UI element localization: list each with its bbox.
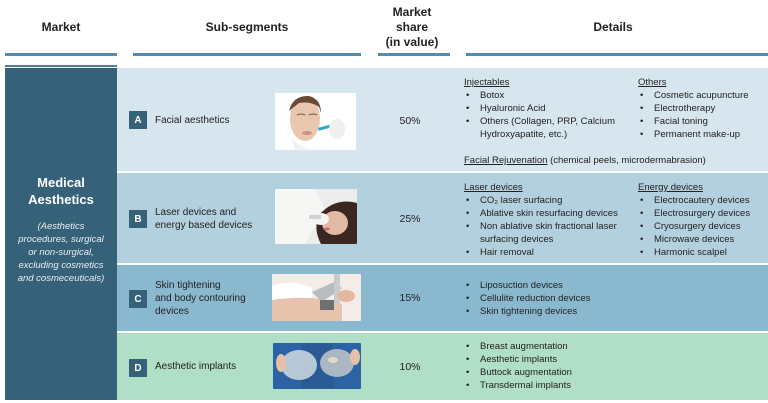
segment-badge-b: B	[129, 210, 147, 228]
header-divider-details	[466, 53, 768, 56]
segment-badge-c: C	[129, 290, 147, 308]
laser-treatment-photo	[275, 189, 357, 244]
segment-badge-d: D	[129, 359, 147, 377]
segment-name-c-line2: and body contouring	[155, 293, 246, 304]
segment-badge-a: A	[129, 111, 147, 129]
market-desc-line4: excluding cosmetics	[18, 259, 104, 271]
segment-name-b: Laser devices and energy based devices	[155, 206, 252, 232]
header-market-share: Market share (in value)	[375, 5, 449, 50]
details-a-col2-heading: Others	[638, 77, 667, 88]
details-a-col1-item: Others (Collagen, PRP, Calcium	[464, 115, 634, 128]
segment-share-a: 50%	[399, 115, 421, 127]
segment-share-c: 15%	[399, 292, 421, 304]
details-a-col2-item: Cosmetic acupuncture	[638, 89, 768, 102]
segment-details-a: Injectables Botox Hyaluronic Acid Others…	[464, 76, 764, 168]
header-share-line2: share	[395, 20, 429, 34]
details-b-col1-heading: Laser devices	[464, 182, 523, 193]
details-b-col2-heading: Energy devices	[638, 182, 703, 193]
header-divider-market	[5, 53, 117, 56]
details-d-item: Aesthetic implants	[464, 353, 664, 366]
details-d-col1: Breast augmentation Aesthetic implants B…	[464, 340, 664, 392]
details-a-col2-item: Electrotherapy	[638, 102, 768, 115]
segment-name-b-line2: energy based devices	[155, 220, 253, 231]
segment-name-c-line1: Skin tightening	[155, 280, 221, 291]
details-c-col1: Liposuction devices Cellulite reduction …	[464, 279, 664, 318]
details-b-col2-item: Harmonic scalpel	[638, 246, 768, 259]
details-d-item: Buttock augmentation	[464, 366, 664, 379]
details-a-col2: Others Cosmetic acupuncture Electrothera…	[638, 76, 768, 141]
market-panel: Medical Aesthetics (Aesthetics procedure…	[5, 68, 117, 400]
market-desc-line2: procedures, surgical	[18, 233, 104, 245]
details-c-item: Skin tightening devices	[464, 305, 664, 318]
details-a-col1-item: Botox	[464, 89, 634, 102]
details-a-footer: Facial Rejuvenation (chemical peels, mic…	[464, 154, 706, 167]
segment-share-d: 10%	[399, 361, 421, 373]
details-a-col1-item-cont: Hydroxyapatite, etc.)	[480, 129, 568, 140]
details-a-col2-item: Facial toning	[638, 115, 768, 128]
details-b-col1-item: Hair removal	[464, 246, 636, 259]
segment-name-b-line1: Laser devices and	[155, 207, 237, 218]
details-b-col1: Laser devices CO₂ laser surfacing Ablati…	[464, 181, 636, 259]
market-desc-line3: or non-surgical,	[28, 246, 94, 258]
left-panel-top-border	[5, 65, 117, 67]
segment-row-c: C Skin tightening and body contouring de…	[117, 265, 768, 331]
details-d-item: Breast augmentation	[464, 340, 664, 353]
details-c-item: Cellulite reduction devices	[464, 292, 664, 305]
body-contouring-photo	[272, 274, 361, 321]
segment-name-c: Skin tightening and body contouring devi…	[155, 279, 246, 318]
details-b-col2: Energy devices Electrocautery devices El…	[638, 181, 768, 259]
details-b-col2-item: Microwave devices	[638, 233, 768, 246]
header-divider-share	[378, 53, 450, 56]
header-details: Details	[593, 20, 633, 34]
market-desc-line1: (Aesthetics	[37, 220, 85, 232]
header-share-line3: (in value)	[385, 35, 439, 49]
segment-name-a: Facial aesthetics	[155, 115, 230, 126]
market-desc-line5: and cosmeceuticals)	[17, 272, 105, 284]
header-subsegments: Sub-segments	[205, 20, 289, 34]
facial-injection-photo	[275, 93, 356, 150]
header-share-line1: Market	[392, 5, 432, 19]
market-title-line2: Aesthetics	[28, 191, 94, 207]
market-title: Medical Aesthetics	[28, 174, 94, 208]
details-a-footer-heading: Facial Rejuvenation	[464, 155, 548, 166]
market-description: (Aesthetics procedures, surgical or non-…	[16, 220, 107, 285]
details-a-col1-heading: Injectables	[464, 77, 510, 88]
details-b-col1-item: Non ablative skin fractional laser	[464, 220, 636, 233]
details-b-col1-item: Ablative skin resurfacing devices	[464, 207, 636, 220]
segment-share-b: 25%	[399, 213, 421, 225]
details-c-item: Liposuction devices	[464, 279, 664, 292]
segment-details-b: Laser devices CO₂ laser surfacing Ablati…	[464, 181, 764, 261]
segment-name-c-line3: devices	[155, 306, 189, 317]
segment-row-d: D Aesthetic implants 10% Breast augmenta…	[117, 333, 768, 400]
details-b-col2-item: Electrocautery devices	[638, 194, 768, 207]
details-a-col1: Injectables Botox Hyaluronic Acid Others…	[464, 76, 634, 141]
details-d-item: Transdermal implants	[464, 379, 664, 392]
details-a-col2-item: Permanent make-up	[638, 128, 768, 141]
details-a-col1-item: Hyaluronic Acid	[464, 102, 634, 115]
market-title-line1: Medical	[37, 174, 85, 190]
segment-row-b: B Laser devices and energy based devices…	[117, 173, 768, 263]
details-b-col1-item-cont: surfacing devices	[480, 234, 554, 245]
details-b-col2-item: Electrosurgery devices	[638, 207, 768, 220]
details-b-col1-item: CO₂ laser surfacing	[464, 194, 636, 207]
segment-row-a: A Facial aesthetics 50% Injectables Boto…	[117, 68, 768, 171]
segment-name-d: Aesthetic implants	[155, 361, 237, 372]
breast-implants-photo	[273, 343, 361, 389]
header-divider-subsegments	[133, 53, 361, 56]
details-b-col2-item: Cryosurgery devices	[638, 220, 768, 233]
header-market: Market	[41, 20, 81, 34]
details-a-footer-text: (chemical peels, microdermabrasion)	[547, 155, 706, 166]
